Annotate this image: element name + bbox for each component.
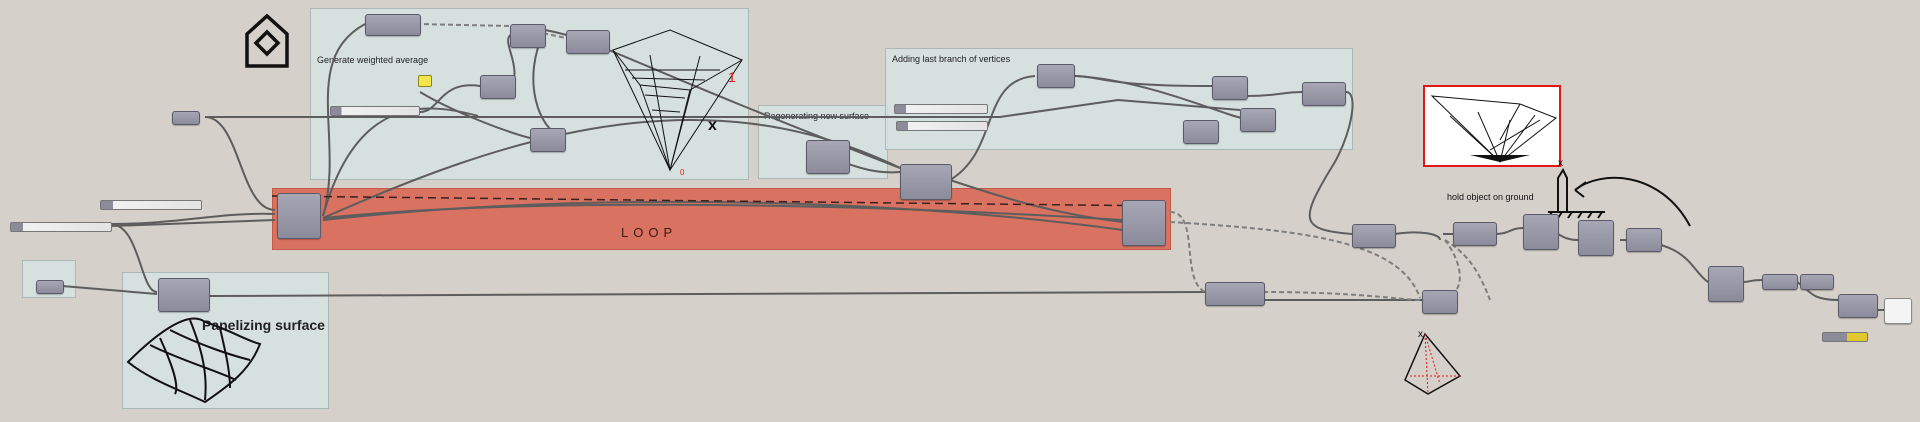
- group-label-last-branch: Adding last branch of vertices: [892, 54, 1011, 64]
- mark-zero: 0: [680, 168, 685, 177]
- weighted-node-c[interactable]: [480, 75, 516, 99]
- svg-text:x: x: [1558, 158, 1563, 169]
- weighted-node-a[interactable]: [510, 24, 546, 48]
- inverted-mesh-icon: [1430, 95, 1557, 163]
- loop-start-node[interactable]: [277, 193, 321, 239]
- node-chain-g[interactable]: [1708, 266, 1744, 302]
- slider-left-a[interactable]: [100, 200, 202, 210]
- node-chain-e[interactable]: [1578, 220, 1614, 256]
- regen-node[interactable]: [806, 140, 850, 174]
- node-chain-b[interactable]: [1422, 290, 1458, 314]
- node-chain-h[interactable]: [1762, 274, 1798, 290]
- loop-output-node[interactable]: [1122, 200, 1166, 246]
- branch-node-a[interactable]: [1212, 76, 1248, 100]
- panel-node[interactable]: [158, 278, 210, 312]
- loop-end-node[interactable]: [900, 164, 952, 200]
- slider-left-b[interactable]: [10, 222, 112, 232]
- slider-bottom-right[interactable]: [1822, 332, 1868, 342]
- weighted-node-d[interactable]: [530, 128, 566, 152]
- node-chain-d[interactable]: [1523, 214, 1559, 250]
- ground-arrow-icon: [1547, 167, 1691, 227]
- axis-x: x: [708, 117, 717, 134]
- group-label-panelizing-surface: Panelizing surface: [202, 317, 325, 333]
- input-node-left[interactable]: [172, 111, 200, 125]
- node-chain-j[interactable]: [1838, 294, 1878, 318]
- input-node-small[interactable]: [36, 280, 64, 294]
- funnel-mesh-icon: [612, 29, 744, 172]
- mark-one: 1: [728, 69, 736, 85]
- merge-node[interactable]: [1205, 282, 1265, 306]
- svg-text:x: x: [1418, 329, 1423, 340]
- group-label-weighted-average: Generate weighted average: [317, 55, 429, 65]
- annotation-box: [1423, 85, 1561, 167]
- weighted-node-top[interactable]: [365, 14, 421, 36]
- loop-label: LOOP: [621, 225, 678, 240]
- node-chain-a[interactable]: [1352, 224, 1396, 248]
- branch-node-c[interactable]: [1240, 108, 1276, 132]
- group-last-branch[interactable]: Adding last branch of vertices: [885, 48, 1353, 150]
- pyramid-icon: x: [1404, 329, 1462, 395]
- slider-branch-b[interactable]: [896, 121, 988, 131]
- node-chain-i[interactable]: [1800, 274, 1834, 290]
- branch-node-b[interactable]: [1302, 82, 1346, 106]
- slider-weighted[interactable]: [330, 106, 420, 116]
- weighted-node-b[interactable]: [566, 30, 610, 54]
- branch-node-d[interactable]: [1183, 120, 1219, 144]
- output-node[interactable]: [1884, 298, 1912, 324]
- branch-node-top[interactable]: [1037, 64, 1075, 88]
- node-chain-f[interactable]: [1626, 228, 1662, 252]
- yellow-panel[interactable]: [418, 75, 432, 87]
- node-chain-c[interactable]: [1453, 222, 1497, 246]
- note-hold-object: hold object on ground: [1447, 192, 1534, 202]
- house-logo-icon: [245, 13, 289, 68]
- slider-branch-a[interactable]: [894, 104, 988, 114]
- paneled-surface-icon: [126, 317, 262, 404]
